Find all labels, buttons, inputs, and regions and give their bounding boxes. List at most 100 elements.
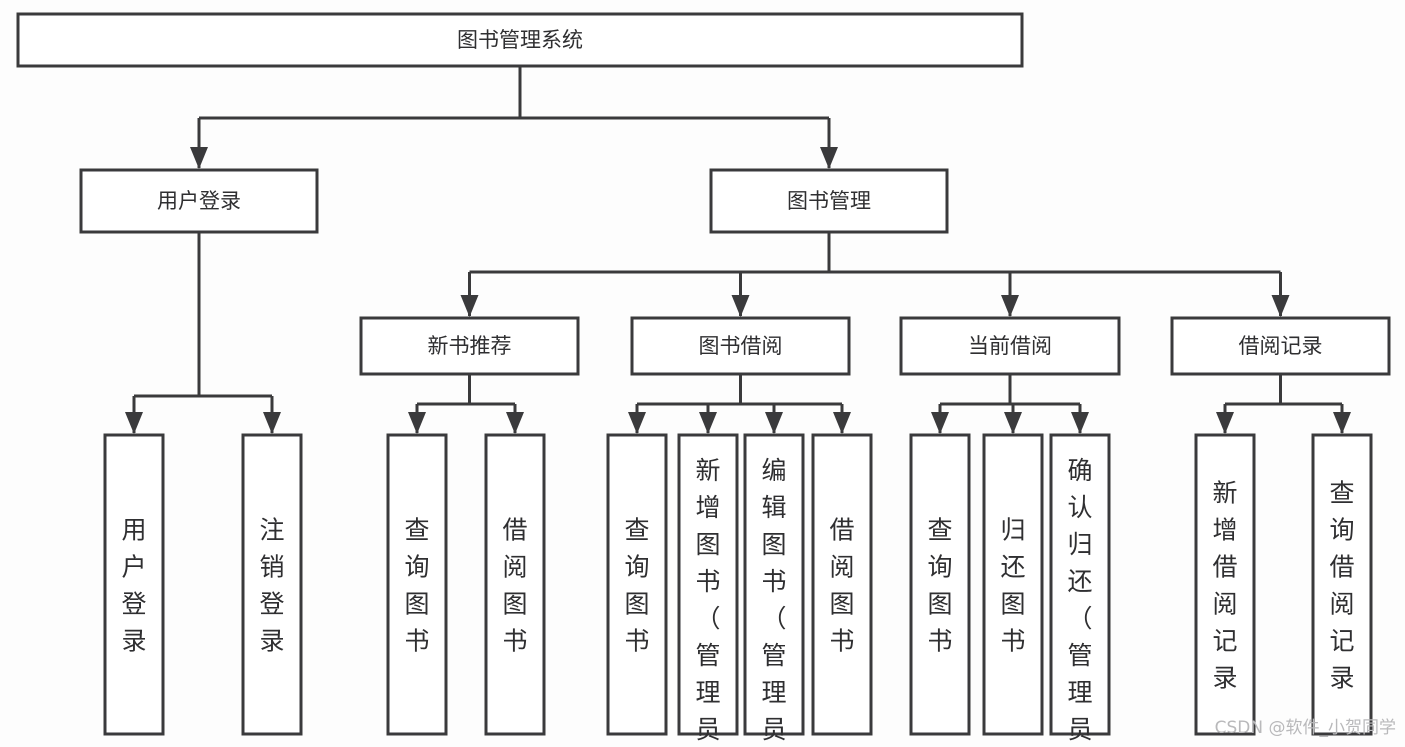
node-box-leaf-add-borrow-record[interactable] xyxy=(1194,433,1256,736)
svg-text:书: 书 xyxy=(624,627,649,656)
node-label-book-manage: 图书管理 xyxy=(787,189,871,213)
arrow-head-leaf-query-book-current xyxy=(931,412,949,434)
node-box-leaf-edit-book-admin[interactable] xyxy=(743,433,805,736)
svg-text:还: 还 xyxy=(1067,567,1092,596)
node-label-user-login: 用户登录 xyxy=(157,189,241,213)
node-box-book-borrow[interactable] xyxy=(630,316,851,376)
svg-text:管: 管 xyxy=(695,641,720,670)
svg-text:询: 询 xyxy=(1329,516,1354,545)
node-box-leaf-query-book-borrow[interactable] xyxy=(606,433,668,736)
svg-text:阅: 阅 xyxy=(1329,590,1354,619)
svg-text:用: 用 xyxy=(121,516,146,545)
arrow-head-user-login xyxy=(190,147,208,169)
node-borrow-record[interactable]: 借阅记录 xyxy=(1170,316,1391,376)
node-box-root[interactable] xyxy=(16,12,1024,68)
svg-text:图: 图 xyxy=(502,590,527,619)
node-current-borrow[interactable]: 当前借阅 xyxy=(899,316,1121,376)
arrow-head-leaf-logout xyxy=(263,412,281,434)
node-box-leaf-confirm-return-admin[interactable] xyxy=(1049,433,1111,736)
svg-text:查: 查 xyxy=(1329,479,1354,508)
svg-text:查: 查 xyxy=(404,516,429,545)
svg-text:还: 还 xyxy=(1000,553,1025,582)
svg-text:户: 户 xyxy=(121,553,146,582)
node-leaf-user-login[interactable]: 用户登录 xyxy=(103,433,165,736)
node-user-login[interactable]: 用户登录 xyxy=(79,168,319,234)
arrow-head-leaf-query-book-borrow xyxy=(628,412,646,434)
svg-text:员: 员 xyxy=(1067,715,1092,744)
node-box-leaf-return-book[interactable] xyxy=(982,433,1044,736)
arrow-head-leaf-query-book-rec xyxy=(408,412,426,434)
svg-text:员: 员 xyxy=(761,715,786,744)
svg-text:记: 记 xyxy=(1329,627,1354,656)
node-box-leaf-logout[interactable] xyxy=(241,433,303,736)
node-box-current-borrow[interactable] xyxy=(899,316,1121,376)
node-box-leaf-query-borrow-record[interactable] xyxy=(1311,433,1373,736)
svg-text:录: 录 xyxy=(1329,664,1354,693)
node-box-leaf-query-book-current[interactable] xyxy=(909,433,971,736)
svg-text:认: 认 xyxy=(1067,493,1092,522)
node-book-manage[interactable]: 图书管理 xyxy=(709,168,949,234)
arrow-head-borrow-record xyxy=(1271,295,1290,317)
svg-text:书: 书 xyxy=(829,627,854,656)
node-label-root: 图书管理系统 xyxy=(457,28,583,52)
arrow-head-leaf-borrow-book-rec xyxy=(506,412,524,434)
svg-text:（: （ xyxy=(695,604,720,633)
node-book-borrow[interactable]: 图书借阅 xyxy=(630,316,851,376)
svg-text:（: （ xyxy=(1067,604,1092,633)
node-box-leaf-user-login[interactable] xyxy=(103,433,165,736)
svg-text:管: 管 xyxy=(1067,641,1092,670)
svg-text:记: 记 xyxy=(1212,627,1237,656)
svg-text:录: 录 xyxy=(259,627,284,656)
svg-text:查: 查 xyxy=(927,516,952,545)
svg-text:登: 登 xyxy=(121,590,146,619)
arrow-head-leaf-borrow-book xyxy=(833,412,851,434)
svg-text:员: 员 xyxy=(695,715,720,744)
svg-text:（: （ xyxy=(761,604,786,633)
node-new-book-rec[interactable]: 新书推荐 xyxy=(359,316,580,376)
svg-text:归: 归 xyxy=(1067,530,1092,559)
connector-layer xyxy=(125,66,1351,434)
node-root[interactable]: 图书管理系统 xyxy=(16,12,1024,68)
node-box-new-book-rec[interactable] xyxy=(359,316,580,376)
node-box-book-manage[interactable] xyxy=(709,168,949,234)
svg-text:书: 书 xyxy=(761,567,786,596)
node-box-leaf-borrow-book[interactable] xyxy=(811,433,873,736)
svg-text:归: 归 xyxy=(1000,516,1025,545)
node-box-leaf-borrow-book-rec[interactable] xyxy=(484,433,546,736)
svg-text:借: 借 xyxy=(829,516,854,545)
svg-text:书: 书 xyxy=(404,627,429,656)
node-label-new-book-rec: 新书推荐 xyxy=(428,334,512,358)
node-box-user-login[interactable] xyxy=(79,168,319,234)
svg-text:图: 图 xyxy=(927,590,952,619)
node-box-leaf-add-book-admin[interactable] xyxy=(677,433,739,736)
svg-text:查: 查 xyxy=(624,516,649,545)
svg-text:借: 借 xyxy=(502,516,527,545)
node-box-borrow-record[interactable] xyxy=(1170,316,1391,376)
svg-text:询: 询 xyxy=(404,553,429,582)
svg-text:图: 图 xyxy=(695,530,720,559)
arrow-head-leaf-add-book-admin xyxy=(699,412,717,434)
node-box-leaf-query-book-rec[interactable] xyxy=(386,433,448,736)
